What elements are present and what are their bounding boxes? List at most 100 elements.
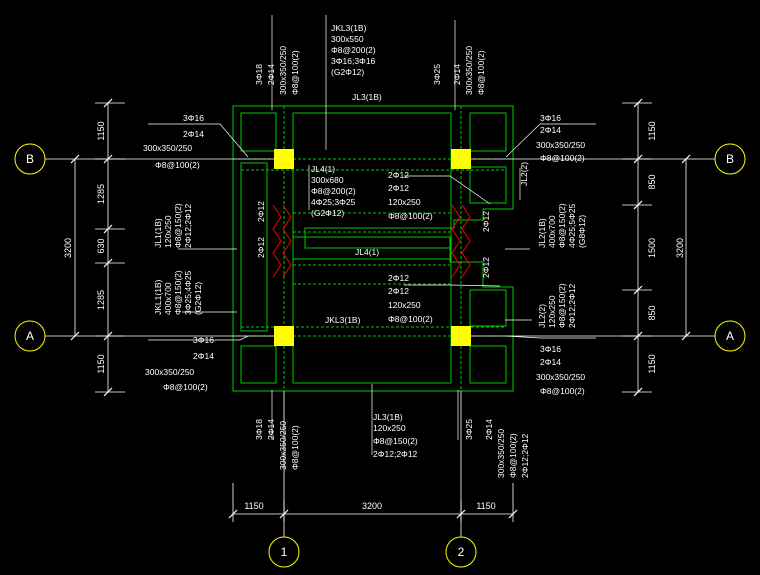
svg-text:300x350/250: 300x350/250 (496, 429, 506, 478)
label-top-left-vertical: 3Φ18 2Φ14 300x350/250 Φ8@100(2) (254, 46, 300, 95)
svg-text:2Φ12;2Φ12: 2Φ12;2Φ12 (373, 449, 418, 459)
svg-text:4Φ25;5Φ25: 4Φ25;5Φ25 (567, 203, 577, 248)
notch-box-upper-right (469, 166, 507, 204)
svg-text:400x700: 400x700 (547, 215, 557, 248)
label-jkl1-left: JKL1(1B) 400x700 Φ8@150(2) 3Φ25;4Φ25 (G2… (153, 270, 203, 315)
svg-text:Φ8@150(2): Φ8@150(2) (173, 270, 183, 315)
pad-top-left (240, 112, 277, 152)
axis-label-a-left: A (26, 329, 34, 343)
dimension-ticks (70, 98, 691, 519)
columns (274, 149, 471, 346)
svg-text:Φ8@150(2): Φ8@150(2) (173, 203, 183, 248)
column-a2 (451, 326, 471, 346)
svg-text:(G2Φ12): (G2Φ12) (311, 208, 344, 218)
svg-text:300x550: 300x550 (331, 34, 364, 44)
svg-text:120x250: 120x250 (373, 423, 406, 433)
label-bottom-jl3: JL3(1B) 120x250 Φ8@150(2) 2Φ12;2Φ12 (373, 412, 418, 459)
pad-top-right (469, 112, 507, 152)
svg-text:2Φ14: 2Φ14 (193, 351, 214, 361)
svg-text:2Φ12;2Φ12: 2Φ12;2Φ12 (520, 433, 530, 478)
stirrup-mark-4: 2Φ12 (481, 257, 491, 278)
svg-text:Φ8@100(2): Φ8@100(2) (540, 386, 585, 396)
svg-text:JKL3(1B): JKL3(1B) (331, 23, 367, 33)
svg-text:JL4(1): JL4(1) (311, 164, 335, 174)
label-bottom-right-corner: 3Φ16 2Φ14 300x350/250 Φ8@100(2) (536, 344, 585, 396)
label-jl4: JL4(1) 300x680 Φ8@200(2) 4Φ25;3Φ25 (G2Φ1… (311, 164, 356, 218)
stirrup-mark-2: 2Φ12 (256, 237, 266, 258)
svg-text:300x350/250: 300x350/250 (278, 46, 288, 95)
svg-text:Φ8@100(2): Φ8@100(2) (290, 425, 300, 470)
svg-text:3Φ25: 3Φ25 (432, 64, 442, 85)
svg-text:Φ8@100(2): Φ8@100(2) (388, 211, 433, 221)
rebar-zigzags (272, 204, 471, 278)
svg-text:400x700: 400x700 (163, 282, 173, 315)
svg-text:Φ8@150(2): Φ8@150(2) (557, 203, 567, 248)
axis-bubble-a-right (714, 320, 746, 352)
column-b1 (274, 149, 294, 169)
notch-box-lower-right (469, 289, 507, 327)
jl4-strip (292, 236, 451, 260)
svg-text:Φ8@150(2): Φ8@150(2) (557, 283, 567, 328)
svg-text:2Φ12;2Φ12: 2Φ12;2Φ12 (183, 203, 193, 248)
svg-text:JL2(1B): JL2(1B) (537, 218, 547, 248)
label-jl4-mid: JL4(1) (355, 247, 379, 257)
label-upper-mid: 2Φ12 2Φ12 120x250 Φ8@100(2) (388, 170, 433, 221)
svg-text:(G2Φ12): (G2Φ12) (193, 282, 203, 315)
svg-text:2Φ14: 2Φ14 (452, 64, 462, 85)
svg-text:Φ8@100(2): Φ8@100(2) (163, 382, 208, 392)
svg-text:Φ8@100(2): Φ8@100(2) (155, 160, 200, 170)
label-jl1-left: JL1(1B) 120x250 Φ8@150(2) 2Φ12;2Φ12 (153, 203, 193, 248)
label-jl2-right: JL2(1B) 400x700 Φ8@150(2) 4Φ25;5Φ25 (G8Φ… (537, 203, 587, 248)
label-top-jl3: JL3(1B) (352, 92, 382, 102)
dim-bottom-1: 1150 (244, 501, 263, 511)
dim-right-2: 850 (647, 174, 657, 189)
column-a1 (274, 326, 294, 346)
svg-text:2Φ14: 2Φ14 (540, 357, 561, 367)
label-bottom-left-corner: 3Φ16 2Φ14 300x350/250 Φ8@100(2) (145, 335, 214, 392)
svg-text:300x350/250: 300x350/250 (536, 372, 585, 382)
dim-left-3: 630 (96, 238, 106, 253)
svg-text:(G2Φ12): (G2Φ12) (331, 67, 364, 77)
svg-text:Φ8@100(2): Φ8@100(2) (508, 433, 518, 478)
svg-text:300x350/250: 300x350/250 (145, 367, 194, 377)
svg-text:Φ8@100(2): Φ8@100(2) (388, 314, 433, 324)
pad-bottom-left (240, 345, 277, 384)
inner-beam-outline-upper (240, 162, 268, 332)
svg-text:3Φ18: 3Φ18 (254, 419, 264, 440)
axis-lines (45, 158, 715, 537)
pad-bottom-right (469, 345, 507, 384)
svg-text:Φ8@100(2): Φ8@100(2) (476, 50, 486, 95)
svg-text:4Φ25;3Φ25: 4Φ25;3Φ25 (311, 197, 356, 207)
svg-text:300x350/250: 300x350/250 (536, 140, 585, 150)
dim-bottom-2: 3200 (362, 501, 382, 511)
axis-label-2: 2 (458, 545, 465, 559)
svg-text:300x350/250: 300x350/250 (278, 421, 288, 470)
axis-bubbles (14, 143, 746, 568)
svg-text:Φ8@200(2): Φ8@200(2) (311, 186, 356, 196)
label-jl2-bottom-right: JL2(2) 120x250 Φ8@150(2) 2Φ12;2Φ12 (537, 283, 577, 328)
svg-text:Φ8@200(2): Φ8@200(2) (331, 45, 376, 55)
dim-left-4: 1285 (96, 290, 106, 310)
dim-left-2: 1285 (96, 184, 106, 204)
svg-text:300x680: 300x680 (311, 175, 344, 185)
svg-text:120x250: 120x250 (163, 215, 173, 248)
dim-right-1: 1150 (647, 121, 657, 140)
svg-text:(G8Φ12): (G8Φ12) (577, 215, 587, 248)
svg-text:JKL1(1B): JKL1(1B) (153, 279, 163, 315)
label-jl2-top: JL2(2) (519, 162, 529, 186)
dimension-lines (74, 102, 687, 522)
svg-text:3Φ16;3Φ16: 3Φ16;3Φ16 (331, 56, 376, 66)
dim-right-3: 1500 (647, 238, 657, 258)
label-lower-mid: 2Φ12 2Φ12 120x250 Φ8@100(2) (388, 273, 433, 324)
svg-text:2Φ14: 2Φ14 (484, 419, 494, 440)
svg-text:Φ8@100(2): Φ8@100(2) (290, 50, 300, 95)
axis-label-a-right: A (726, 329, 734, 343)
svg-text:Φ8@100(2): Φ8@100(2) (540, 153, 585, 163)
svg-text:120x250: 120x250 (547, 295, 557, 328)
svg-text:2Φ14: 2Φ14 (540, 125, 561, 135)
label-top-right-corner: 3Φ16 2Φ14 300x350/250 Φ8@100(2) (536, 113, 585, 163)
svg-text:120x250: 120x250 (388, 300, 421, 310)
axis-bubble-b-right (714, 143, 746, 175)
svg-text:300x350/250: 300x350/250 (143, 143, 192, 153)
label-bottom-left-vertical: 3Φ18 2Φ14 300x350/250 Φ8@100(2) (254, 419, 300, 470)
